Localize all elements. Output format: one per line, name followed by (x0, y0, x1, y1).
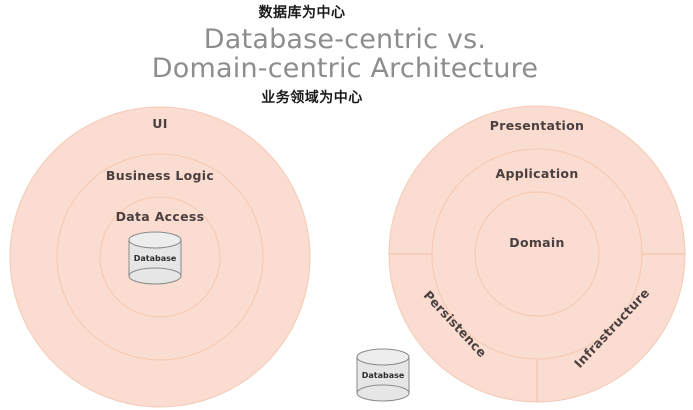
left-label-ui: UI (152, 116, 167, 131)
annotation-database-centric: 数据库为中心 (259, 4, 346, 21)
external-database-cylinder: Database (356, 348, 410, 402)
external-cylinder-top (356, 348, 410, 366)
left-cylinder-bottom (128, 267, 182, 285)
annotation-domain-centric: 业务领域为中心 (261, 89, 363, 106)
right-label-domain: Domain (509, 235, 564, 250)
left-label-data-access: Data Access (116, 209, 205, 224)
right-ring-outer-presentation (389, 106, 685, 402)
left-architecture-group: UI Business Logic Data Access Database (9, 106, 311, 408)
right-sector-dividers (389, 253, 685, 402)
title-block: 数据库为中心 Database-centric vs. Domain-centr… (152, 4, 538, 106)
page-title-line2: Domain-centric Architecture (152, 53, 538, 84)
external-cylinder-bottom (356, 384, 410, 402)
right-label-presentation: Presentation (490, 118, 584, 133)
page-title-line1: Database-centric vs. (204, 24, 486, 55)
external-cylinder-label: Database (362, 371, 405, 380)
left-label-business-logic: Business Logic (106, 168, 214, 183)
right-architecture-group: Presentation Application Domain Persiste… (388, 105, 686, 403)
left-cylinder-top (128, 231, 182, 249)
left-cylinder-label: Database (134, 254, 177, 263)
left-ring-inner-data-access-border (99, 196, 221, 318)
left-database-cylinder: Database (128, 231, 182, 285)
right-label-application: Application (495, 166, 578, 181)
left-ring-middle-business-logic-border (56, 153, 264, 361)
left-ring-outer-ui-border (9, 106, 311, 408)
right-ring-inner-domain-border (474, 191, 600, 317)
